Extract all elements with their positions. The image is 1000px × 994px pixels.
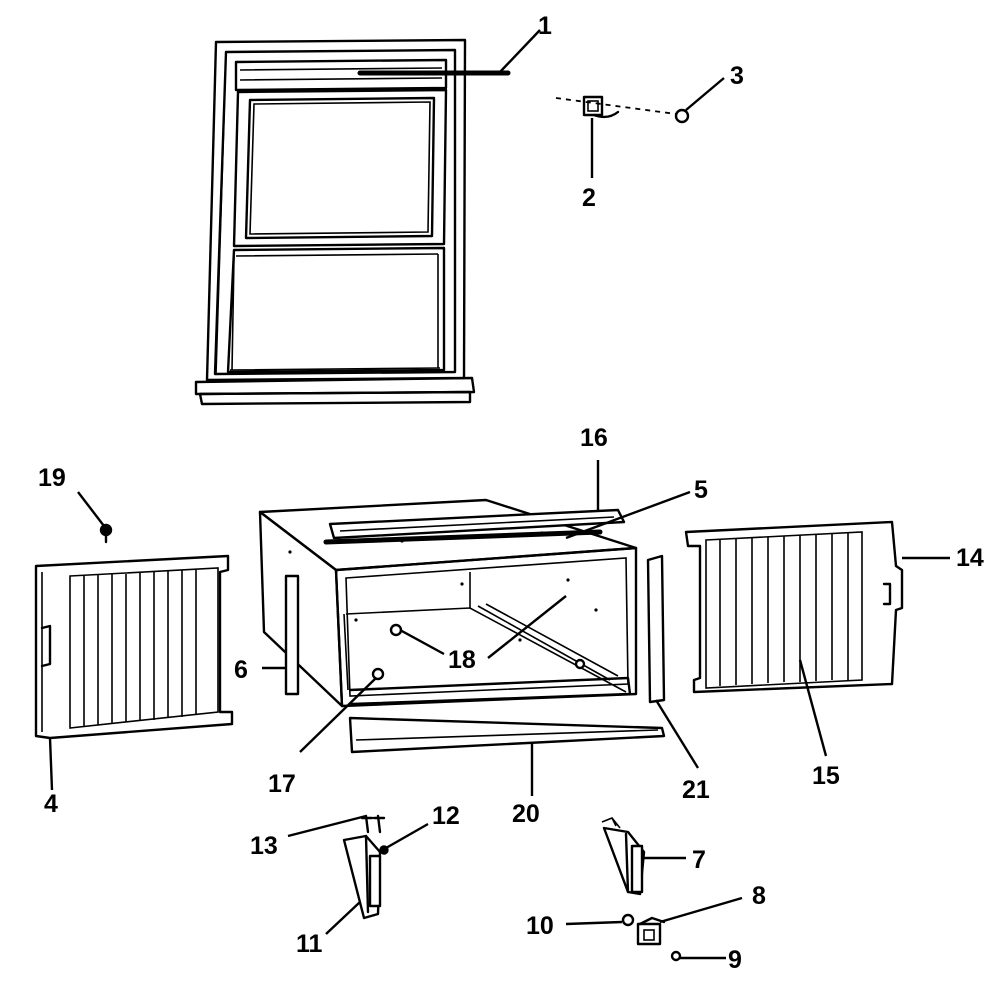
callout-9: 9: [728, 946, 742, 974]
callout-1: 1: [538, 12, 552, 40]
leader-21: [654, 699, 700, 769]
leader-17: [299, 677, 377, 753]
callout-21: 21: [682, 776, 710, 804]
leader-18a: [399, 628, 445, 656]
window-illustration: [194, 38, 476, 406]
part-2-bracket: [582, 95, 620, 119]
callout-4: 4: [44, 790, 58, 818]
leader-13: [287, 814, 367, 838]
part-9-screw: [670, 950, 682, 962]
leader-12: [385, 822, 429, 850]
part-3-screw: [674, 108, 690, 124]
callout-14: 14: [956, 544, 984, 572]
callout-11: 11: [296, 930, 323, 958]
part-5-strip: [323, 529, 603, 545]
leader-3: [685, 77, 725, 111]
callout-20: 20: [512, 800, 540, 828]
callout-3: 3: [730, 62, 744, 90]
callout-10: 10: [526, 912, 554, 940]
part-21-side-strip: [646, 554, 666, 704]
leader-15: [798, 659, 828, 757]
part-11-bracket: [342, 834, 382, 920]
part-4-left-side-panel: [34, 554, 234, 740]
leader-5: [565, 490, 691, 540]
part-12-screw: [379, 845, 389, 855]
callout-2: 2: [582, 184, 596, 212]
part-18-screw-b: [574, 658, 586, 670]
part-6-side-strip: [284, 574, 300, 696]
part-14-right-side-panel: [684, 520, 904, 694]
callout-18: 18: [448, 646, 476, 674]
callout-7: 7: [692, 846, 706, 874]
callout-5: 5: [694, 476, 708, 504]
callout-17: 17: [268, 770, 296, 798]
part-8-clip: [636, 916, 666, 946]
part-18-screw: [389, 623, 403, 637]
part-10-washer: [621, 913, 635, 927]
leader-19: [77, 491, 105, 527]
callout-19: 19: [38, 464, 66, 492]
leader-11: [325, 901, 361, 935]
dashed-alignment-2-3: [555, 97, 677, 115]
callout-12: 12: [432, 802, 460, 830]
callout-8: 8: [752, 882, 766, 910]
part-13-screws: [360, 814, 386, 834]
part-19-screw: [99, 523, 113, 544]
leader-8: [659, 896, 743, 924]
callout-13: 13: [250, 832, 278, 860]
callout-6: 6: [234, 656, 248, 684]
callout-16: 16: [580, 424, 608, 452]
leader-18b: [487, 595, 567, 659]
leader-10: [565, 920, 623, 926]
leader-1: [499, 29, 541, 73]
cabinet-sleeve: [258, 498, 638, 708]
leader-4: [48, 737, 54, 791]
callout-15: 15: [812, 762, 840, 790]
part-17-screw: [371, 667, 385, 681]
part-7-bracket: [601, 817, 646, 896]
